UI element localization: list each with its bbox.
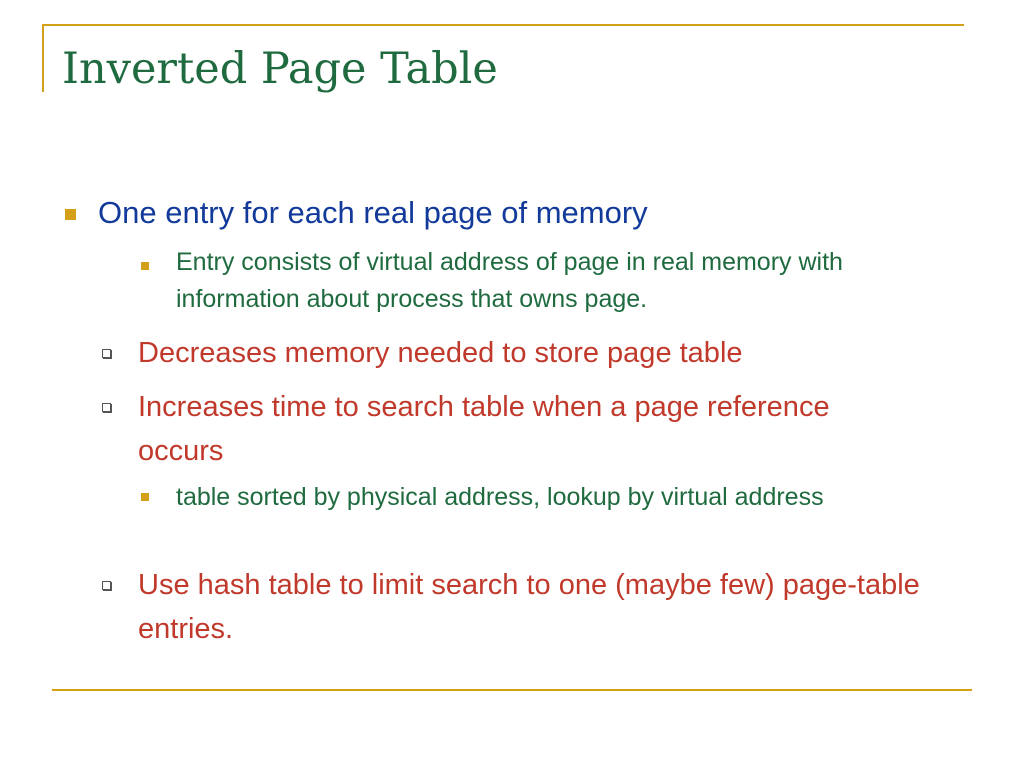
bullet-text: table sorted by physical address, lookup… [176,483,824,511]
bullet-text: One entry for each real page of memory [98,195,648,230]
top-rule [42,24,964,26]
bullet-text: Decreases memory needed to store page ta… [138,337,743,369]
slide-title: Inverted Page Table [62,44,498,94]
bullet-item-6: Use hash table to limit search to one (m… [102,563,984,651]
left-rule [42,24,44,92]
hollow-square-bullet-icon [102,581,111,590]
square-bullet-icon [65,209,76,220]
square-bullet-icon [141,493,149,501]
bullet-text: Entry consists of virtual address of pag… [176,248,843,313]
bullet-item-1: One entry for each real page of memory [65,193,978,233]
hollow-square-bullet-icon [102,349,111,358]
bullet-item-2: Entry consists of virtual address of pag… [141,244,966,318]
square-bullet-icon [141,262,149,270]
bullet-item-4: Increases time to search table when a pa… [102,385,898,473]
bullet-text: Use hash table to limit search to one (m… [138,569,920,645]
bullet-item-5: table sorted by physical address, lookup… [141,479,896,515]
bullet-text: Increases time to search table when a pa… [138,391,830,467]
bullet-item-3: Decreases memory needed to store page ta… [102,331,978,375]
hollow-square-bullet-icon [102,403,111,412]
bottom-rule [52,689,972,691]
